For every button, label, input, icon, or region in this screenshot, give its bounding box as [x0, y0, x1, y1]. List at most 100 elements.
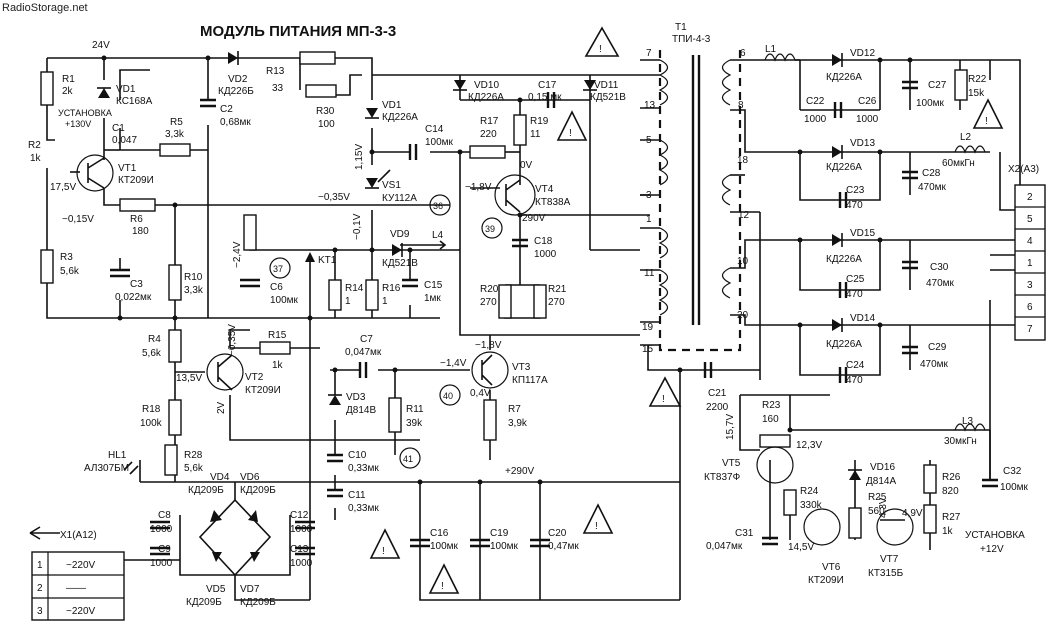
x2-pin-4: 4	[1027, 236, 1033, 247]
x2-pin-6: 6	[1027, 302, 1033, 313]
value-C1: 0,047	[112, 135, 137, 146]
value-VT1: КТ209И	[118, 175, 154, 186]
value-C10: 0,33мк	[348, 463, 379, 474]
component-labels: R1 2k VD1 КС168А УСТАНОВКА +130V C1 0,04…	[28, 40, 1029, 608]
label-VD3: VD3	[346, 392, 366, 403]
x2-pin-7: 7	[1027, 324, 1033, 335]
t1-pin-20: 20	[737, 310, 749, 321]
capacitors	[110, 80, 998, 556]
value-R27: 1k	[942, 526, 954, 537]
value-R7: 3,9k	[508, 418, 528, 429]
value-R16: 1	[382, 296, 388, 307]
value-L2: 60мкГн	[942, 158, 975, 169]
label-VD10: VD10	[474, 80, 499, 91]
label-R22: R22	[968, 74, 987, 85]
warning-icon: !	[556, 110, 588, 141]
t1-pin-3: 3	[646, 190, 652, 201]
voltage-2: 2V	[216, 401, 227, 414]
warning-icon: !	[428, 563, 460, 594]
inductors	[400, 53, 986, 432]
value-C23: 470	[846, 200, 863, 211]
diodes	[97, 51, 862, 577]
label-VT6: VT6	[822, 562, 841, 573]
label-C6: C6	[270, 282, 283, 293]
value-R26: 820	[942, 486, 959, 497]
t1-pin-19: 19	[642, 322, 654, 333]
label-C23: C23	[846, 185, 865, 196]
voltage-290a: 290V	[522, 213, 546, 224]
voltage-neg01: −0,1V	[352, 213, 363, 240]
value-VD7: КД209Б	[240, 597, 276, 608]
value-C27: 100мк	[916, 98, 945, 109]
value-VD4: КД209Б	[188, 485, 224, 496]
t1-pin-15: 15	[642, 344, 654, 355]
value-C16: 100мк	[430, 541, 459, 552]
t1-ref: T1	[675, 22, 687, 33]
t1-pin-7: 7	[646, 48, 652, 59]
setup-bottom-value: +12V	[980, 544, 1004, 555]
warning-icon: !	[582, 503, 614, 534]
value-C24: 470	[846, 375, 863, 386]
value-VD16: Д814А	[866, 476, 896, 487]
label-VT5: VT5	[722, 458, 741, 469]
value-R4: 5,6k	[142, 348, 162, 359]
value-C31: 0,047мк	[706, 541, 743, 552]
label-C7: C7	[360, 334, 373, 345]
label-C16: C16	[430, 528, 449, 539]
value-R17: 220	[480, 129, 497, 140]
svg-text:!: !	[985, 116, 988, 127]
x2-pin-1: 1	[1027, 258, 1033, 269]
voltage-neg035a: −0,35V	[318, 192, 350, 203]
label-C10: C10	[348, 450, 367, 461]
value-C20: 0,47мк	[548, 541, 579, 552]
label-C1: C1	[112, 123, 125, 134]
label-VD11: VD11	[594, 80, 619, 91]
label-VD1b: VD1	[382, 100, 402, 111]
label-R13: R13	[266, 66, 285, 77]
diagram-title: МОДУЛЬ ПИТАНИЯ МП-3-3	[200, 23, 396, 40]
label-R6: R6	[130, 214, 143, 225]
label-R27: R27	[942, 512, 961, 523]
label-VD1a: VD1	[116, 84, 136, 95]
label-C12: C12	[290, 510, 309, 521]
t1-pin-13: 13	[644, 100, 656, 111]
label-C30: C30	[930, 262, 949, 273]
label-C22: C22	[806, 96, 825, 107]
label-C11: C11	[348, 490, 366, 501]
value-R24: 330k	[800, 500, 823, 511]
value-R23: 160	[762, 414, 779, 425]
value-C2: 0,68мк	[220, 117, 251, 128]
warning-icons: ! ! ! ! ! ! !	[369, 26, 1004, 594]
label-R14: R14	[345, 283, 364, 294]
x2-pin-3: 3	[1027, 280, 1033, 291]
value-VD13: КД226А	[826, 162, 862, 173]
label-C15: C15	[424, 280, 443, 291]
value-R11: 39k	[406, 418, 423, 429]
voltage-15-7: 15,7V	[725, 414, 736, 440]
label-VD6: VD6	[240, 472, 260, 483]
value-R28: 5,6k	[184, 463, 204, 474]
voltage-neg015: −0,15V	[62, 214, 94, 225]
x2-pin-5: 5	[1027, 214, 1033, 225]
voltage-17-5: 17,5V	[50, 182, 76, 193]
value-VD1a: КС168А	[116, 96, 153, 107]
voltage-4-9: 4,9V	[902, 508, 923, 519]
test-point-36: 36	[433, 201, 443, 211]
value-C22: 1000	[804, 114, 827, 125]
voltage-neg035b: −0,35V	[227, 324, 238, 356]
t1-pin-12: 12	[738, 210, 750, 221]
test-point-41: 41	[403, 454, 413, 464]
value-VD12: КД226А	[826, 72, 862, 83]
transformer-T1: T1 ТПИ-4-3 7 13 5 3 1 11 19 15 6 8 18 12…	[642, 22, 750, 355]
transistors	[76, 154, 914, 546]
voltage-neg14: −1,4V	[440, 358, 467, 369]
label-VT1: VT1	[118, 163, 137, 174]
t1-pin-10: 10	[737, 256, 749, 267]
label-VD2: VD2	[228, 74, 248, 85]
value-C6: 100мк	[270, 295, 299, 306]
label-C3: C3	[130, 279, 143, 290]
label-VD16: VD16	[870, 462, 895, 473]
voltage-12-3: 12,3V	[796, 440, 822, 451]
label-C17: C17	[538, 80, 557, 91]
